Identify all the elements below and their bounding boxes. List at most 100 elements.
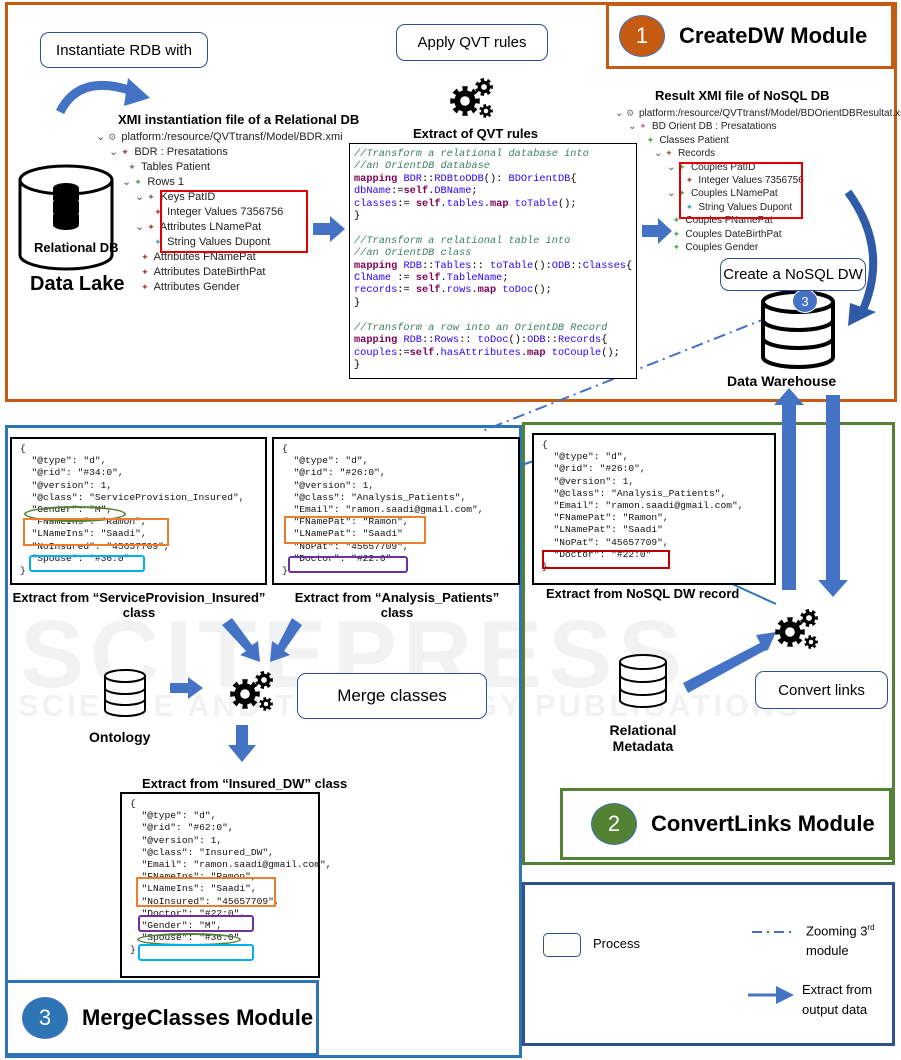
- json-line: "@rid": "#62:0",: [130, 822, 234, 834]
- arrow-head: [124, 78, 150, 106]
- mergeclasses-module-frame: [5, 425, 522, 1058]
- ontology-label: Ontology: [89, 729, 151, 745]
- tree-item[interactable]: ✦ Couples FNamePat: [615, 214, 901, 227]
- legend-zoom-text: module: [806, 943, 849, 959]
- dw-module-badge: 3: [792, 289, 818, 313]
- json-insured-caption: Extract from “ServiceProvision_Insured” …: [8, 590, 270, 620]
- legend-extract-text: output data: [802, 1002, 868, 1017]
- tree-item[interactable]: ✦ String Values Dupont: [615, 201, 901, 214]
- code-line: }: [354, 210, 361, 223]
- tree-item[interactable]: ✦ Attributes DateBirthPat: [96, 265, 343, 280]
- highlight-cyan: [138, 944, 254, 961]
- tree-node-icon: ✦: [128, 162, 136, 172]
- legend-process-label: Process: [593, 936, 640, 951]
- tree-item-label: Couples Gender: [682, 242, 759, 254]
- tree-item[interactable]: ⌄ ✦ Couples LNamePat: [615, 187, 901, 200]
- code-line: //Transform a relational table into: [354, 234, 571, 247]
- json-line: "@class": "Insured_DW",: [130, 846, 274, 858]
- module-title: ConvertLinks Module: [651, 811, 875, 836]
- code-line: }: [354, 296, 361, 309]
- tree-item[interactable]: ⌄ ⚙ platform:/resource/QVTtransf/Model/B…: [96, 130, 343, 145]
- tree-item[interactable]: ✦ Couples Gender: [615, 241, 901, 254]
- tree-item-label: Integer Values 7356756: [695, 175, 804, 187]
- tree-item[interactable]: ✦ String Values Dupont: [96, 235, 343, 250]
- arrow-down-from-dw: [818, 395, 848, 597]
- json-line: "@rid": "#34:0",: [20, 467, 124, 479]
- tree-item[interactable]: ✦ Tables Patient: [96, 160, 343, 175]
- chevron-down-icon: ⌄: [615, 108, 627, 119]
- highlight-purple: [288, 556, 408, 573]
- tree-item[interactable]: ✦ Couples DateBirthPat: [615, 228, 901, 241]
- tree-node-icon: ✦: [678, 188, 686, 199]
- json-line: }: [20, 565, 26, 577]
- json-line: "@type": "d",: [282, 455, 369, 467]
- tree-item[interactable]: ✦ Attributes Gender: [96, 280, 343, 295]
- json-line: "@type": "d",: [130, 810, 217, 822]
- highlight-red: [542, 550, 670, 569]
- tree-item[interactable]: ✦ Classes Patient: [615, 134, 901, 147]
- legend-process-icon: [543, 933, 581, 957]
- json-line: "@type": "d",: [542, 451, 629, 463]
- tree-item[interactable]: ⌄ ✦ Couples PatID: [615, 161, 901, 174]
- legend-frame: [522, 882, 895, 1046]
- relational-metadata-cylinder-icon: [619, 654, 667, 708]
- json-line: "Doctor": "#22:0": [542, 548, 652, 560]
- tree-item[interactable]: ✦ Integer Values 7356756: [96, 205, 343, 220]
- json-line: "Doctor": "#22:0": [282, 552, 392, 564]
- ontology-cylinder-icon: [104, 669, 146, 717]
- tree-item[interactable]: ⌄ ✦ Rows 1: [96, 175, 343, 190]
- code-line: //Transform a row into an OrientDB Recor…: [354, 321, 608, 334]
- tree-item[interactable]: ⌄ ⚙ platform:/resource/QVTtransf/Model/B…: [615, 107, 901, 120]
- tree-item[interactable]: ⌄ ✦ Keys PatID: [96, 190, 343, 205]
- xmi-input-title: XMI instantiation file of a Relational D…: [118, 112, 360, 127]
- module-title: CreateDW Module: [679, 23, 868, 48]
- tree-item[interactable]: ✦ Integer Values 7356756: [615, 174, 901, 187]
- tree-node-icon: ✦: [672, 228, 681, 239]
- caption-line: Extract from “Analysis_Patients”: [294, 590, 500, 605]
- xmi-output-tree: ⌄ ⚙ platform:/resource/QVTtransf/Model/B…: [615, 107, 901, 254]
- json-line: "Doctor": "#22:0",: [130, 907, 246, 919]
- tree-node-icon: ✦: [678, 161, 686, 172]
- tree-node-icon: ✦: [685, 175, 694, 186]
- tree-item-label: Attributes Gender: [151, 281, 240, 293]
- qvt-title: Extract of QVT rules: [413, 126, 538, 141]
- tree-item[interactable]: ⌄ ✦ BD Orient DB : Presatations: [615, 120, 901, 133]
- code-line: [354, 309, 632, 321]
- module-number-badge: 2: [591, 803, 637, 845]
- highlight-red: [679, 162, 803, 219]
- json-merged-caption: Extract from “Insured_DW” class: [142, 776, 348, 791]
- arrow-qvt-to-result: [642, 218, 672, 244]
- highlight-green: [24, 506, 126, 522]
- tree-item-label: String Values Dupont: [164, 236, 271, 248]
- chevron-down-icon: ⌄: [109, 146, 122, 158]
- chevron-down-icon: ⌄: [96, 131, 109, 143]
- tree-item[interactable]: ⌄ ✦ Records: [615, 147, 901, 160]
- code-line: couples:=self.hasAttributes.map toCouple…: [354, 346, 620, 359]
- tree-item[interactable]: ⌄ ✦ BDR : Presatations: [96, 145, 343, 160]
- json-patients-caption: Extract from “Analysis_Patients” class: [272, 590, 522, 620]
- gears-icon: [450, 78, 493, 118]
- json-line: {: [282, 443, 288, 454]
- tree-item-label: String Values Dupont: [695, 201, 793, 213]
- curved-arrow-to-dw: [844, 189, 878, 314]
- tree-node-icon: ✦: [685, 201, 694, 212]
- json-line: "NoPat": "45657709",: [542, 536, 669, 548]
- json-line: "@rid": "#26:0",: [282, 467, 386, 479]
- json-line: "Spouse": "#36:0": [20, 552, 130, 564]
- json-line: "LNameIns": "Saadi",: [20, 528, 147, 540]
- arrow-patients-to-merge: [270, 618, 302, 662]
- tree-item-label: Couples LNamePat: [688, 188, 778, 200]
- process-convert-links: Convert links: [755, 671, 888, 709]
- json-line: {: [20, 443, 26, 454]
- json-line: "LNamePat": "Saadi": [282, 528, 403, 540]
- tree-node-icon: ✦: [154, 237, 162, 247]
- process-create-nosql-dw: Create a NoSQL DW: [720, 258, 866, 291]
- tree-item[interactable]: ⌄ ✦ Attributes LNamePat: [96, 220, 343, 235]
- code-line: ClName := self.TableName;: [354, 272, 509, 285]
- code-line: //an OrientDB database: [354, 160, 490, 173]
- json-line: "@version": 1,: [282, 479, 375, 491]
- tree-item[interactable]: ✦ Attributes FNamePat: [96, 250, 343, 265]
- tree-node-icon: ✦: [141, 267, 149, 277]
- json-line: "Email": "ramon.saadi@gmail.com",: [542, 500, 744, 512]
